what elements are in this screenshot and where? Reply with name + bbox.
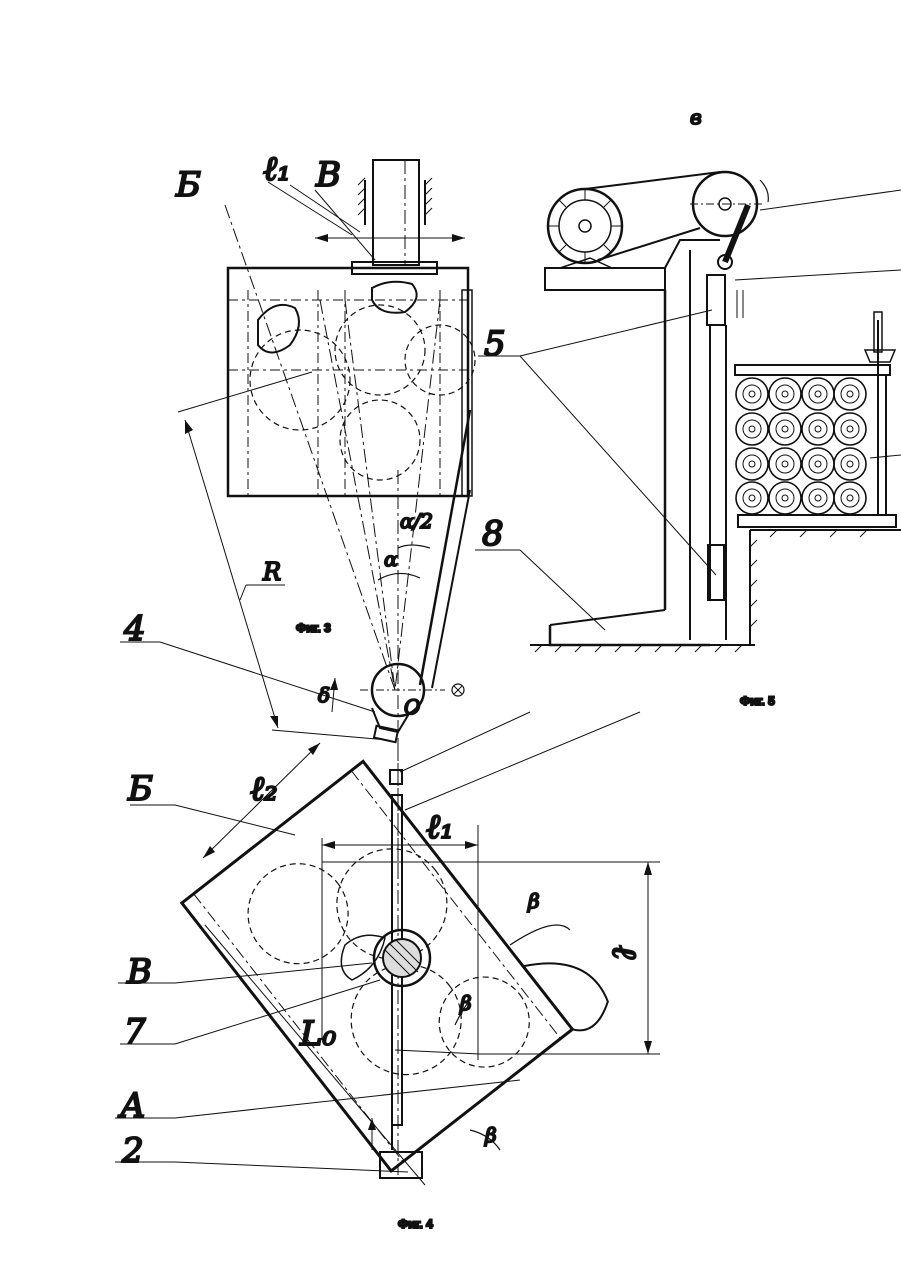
label-beta-top: β [527, 889, 540, 913]
log-ends-hidden [250, 305, 475, 480]
caption-fig5: Фиг. 5 [740, 694, 775, 708]
label-l1-top: ℓ₁ [263, 149, 291, 189]
label-lo: L₀ [299, 1014, 337, 1054]
fig5-drawing [475, 172, 901, 652]
fig4-drawing [115, 732, 660, 1185]
pile-top-plate [735, 365, 890, 375]
label-2: 2 [121, 1131, 144, 1171]
label-5: 5 [484, 324, 506, 364]
log-rings [743, 385, 859, 507]
caption-fig4: Фиг. 4 [398, 1217, 433, 1231]
label-a: А [118, 1086, 146, 1126]
label-beta-bot: β [484, 1123, 497, 1147]
shaft-section [383, 939, 421, 977]
fig3-drawing [120, 160, 640, 870]
label-o: O [404, 695, 420, 719]
label-l2: ℓ₂ [250, 769, 278, 809]
top-plate [545, 268, 665, 290]
upper-shaft [373, 160, 419, 265]
label-l1-mid: ℓ₁ [426, 807, 454, 847]
label-delta: δ [318, 683, 330, 707]
crank [725, 205, 748, 262]
label-l-right: ℓ [604, 945, 644, 959]
pile-base [738, 515, 896, 527]
label-4: 4 [123, 609, 146, 649]
label-7: 7 [124, 1012, 146, 1052]
label-alpha: α [384, 547, 398, 571]
label-v-mid: В [126, 952, 152, 992]
label-8: 8 [482, 514, 504, 554]
alpha-arc [378, 573, 420, 580]
label-b-mid: Б [127, 769, 153, 809]
log-section-v [372, 282, 417, 313]
log-stack [736, 378, 866, 514]
caption-fig3: Фиг. 3 [296, 621, 331, 635]
label-alpha-half: α/2 [400, 509, 433, 533]
label-v-top: В [315, 155, 341, 195]
label-r: R [262, 558, 281, 586]
belt-bottom [598, 228, 700, 260]
guide-hatching [358, 178, 432, 215]
label-b-top: Б [175, 165, 201, 205]
label-beta-mid: β [459, 991, 472, 1015]
label-fig5-top: в [690, 105, 702, 129]
